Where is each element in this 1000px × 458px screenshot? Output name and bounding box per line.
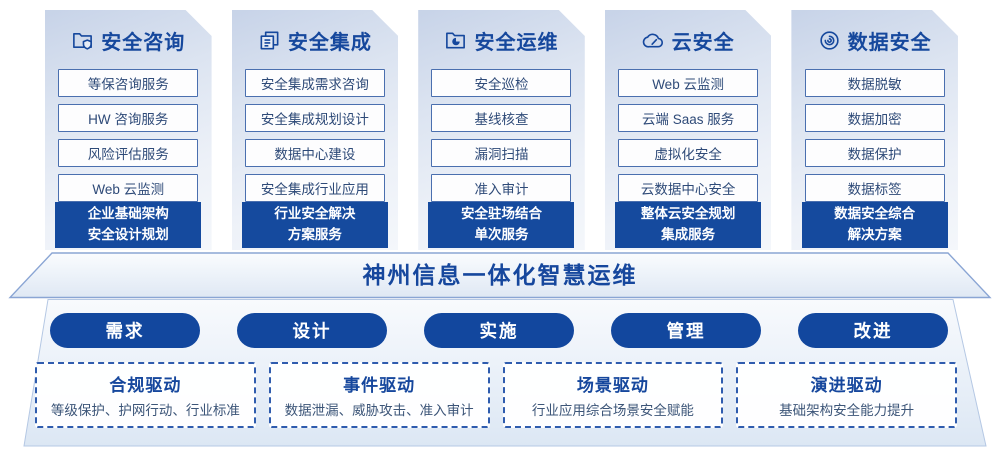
service-item: Web 云监测 xyxy=(618,69,758,97)
card-title: 安全运维 xyxy=(427,26,576,55)
service-item: 虚拟化安全 xyxy=(618,139,758,167)
folder-chart-icon xyxy=(444,29,467,52)
banner-title: 神州信息一体化智慧运维 xyxy=(362,262,638,288)
service-item: 风险评估服务 xyxy=(58,139,198,167)
driver-desc: 行业应用综合场景安全赋能 xyxy=(531,403,694,418)
fingerprint-icon xyxy=(818,29,841,52)
driver-title: 演进驱动 xyxy=(810,376,883,395)
service-item: 数据保护 xyxy=(805,139,945,167)
service-item: 安全集成需求咨询 xyxy=(245,69,385,97)
card-items: 数据脱敏 数据加密 数据保护 数据标签 xyxy=(800,69,949,202)
banner: 神州信息一体化智慧运维 xyxy=(8,252,992,299)
pill-improvement: 改进 xyxy=(798,313,948,348)
process-pills-row: 需求 设计 实施 管理 改进 xyxy=(50,313,948,348)
highlight-line: 安全设计规划 xyxy=(87,227,169,242)
driver-scenario: 场景驱动 行业应用综合场景安全赋能 xyxy=(502,362,724,428)
card-items: 安全巡检 基线核查 漏洞扫描 准入审计 xyxy=(427,69,576,202)
pill-requirement: 需求 xyxy=(50,313,200,348)
card-title-label: 数据安全 xyxy=(847,32,932,54)
card-items: Web 云监测 云端 Saas 服务 虚拟化安全 云数据中心安全 xyxy=(614,69,763,202)
driver-desc: 数据泄漏、威胁攻击、准入审计 xyxy=(284,403,474,418)
service-item: 安全集成规划设计 xyxy=(245,104,385,132)
highlight-line: 单次服务 xyxy=(474,227,529,242)
driver-incident: 事件驱动 数据泄漏、威胁攻击、准入审计 xyxy=(268,362,490,428)
highlight-line: 企业基础架构 xyxy=(87,206,169,222)
card-title-label: 安全运维 xyxy=(474,32,559,54)
service-item: Web 云监测 xyxy=(58,174,198,202)
card-cloud-security: 云安全 Web 云监测 云端 Saas 服务 虚拟化安全 云数据中心安全 整体云… xyxy=(605,10,772,250)
service-item: 安全集成行业应用 xyxy=(245,174,385,202)
service-item: HW 咨询服务 xyxy=(58,104,198,132)
card-title-label: 安全咨询 xyxy=(101,32,186,54)
service-item: 等保咨询服务 xyxy=(58,69,198,97)
service-item: 云端 Saas 服务 xyxy=(618,104,758,132)
highlight-block: 整体云安全规划 集成服务 xyxy=(615,202,761,248)
service-item: 数据标签 xyxy=(805,174,945,202)
highlight-line: 集成服务 xyxy=(661,227,716,242)
card-security-operations: 安全运维 安全巡检 基线核查 漏洞扫描 准入审计 安全驻场结合 单次服务 xyxy=(418,10,585,250)
documents-icon xyxy=(258,29,281,52)
service-item: 漏洞扫描 xyxy=(431,139,571,167)
driver-title: 事件驱动 xyxy=(343,376,416,395)
service-item: 安全巡检 xyxy=(431,69,571,97)
drivers-row: 合规驱动 等级保护、护网行动、行业标准 事件驱动 数据泄漏、威胁攻击、准入审计 … xyxy=(35,362,957,428)
card-data-security: 数据安全 数据脱敏 数据加密 数据保护 数据标签 数据安全综合 解决方案 xyxy=(791,10,958,250)
card-security-integration: 安全集成 安全集成需求咨询 安全集成规划设计 数据中心建设 安全集成行业应用 行… xyxy=(232,10,399,250)
highlight-line: 整体云安全规划 xyxy=(640,206,736,222)
banner-trapezoid-shape xyxy=(8,252,992,299)
highlight-line: 行业安全解决 xyxy=(274,206,356,222)
service-item: 数据加密 xyxy=(805,104,945,132)
service-item: 数据中心建设 xyxy=(245,139,385,167)
service-item: 数据脱敏 xyxy=(805,69,945,97)
highlight-block: 企业基础架构 安全设计规划 xyxy=(55,202,201,248)
folder-shield-icon xyxy=(71,29,94,52)
card-security-consulting: 安全咨询 等保咨询服务 HW 咨询服务 风险评估服务 Web 云监测 企业基础架… xyxy=(45,10,212,250)
highlight-line: 解决方案 xyxy=(847,227,902,242)
pill-management: 管理 xyxy=(611,313,761,348)
driver-title: 场景驱动 xyxy=(576,376,649,395)
highlight-block: 安全驻场结合 单次服务 xyxy=(428,202,574,248)
card-title: 安全咨询 xyxy=(54,26,203,55)
highlight-line: 安全驻场结合 xyxy=(460,206,542,222)
service-item: 准入审计 xyxy=(431,174,571,202)
driver-evolution: 演进驱动 基础架构安全能力提升 xyxy=(736,362,957,428)
driver-compliance: 合规驱动 等级保护、护网行动、行业标准 xyxy=(35,362,256,428)
highlight-line: 方案服务 xyxy=(287,227,342,242)
highlight-line: 数据安全综合 xyxy=(834,206,916,222)
driver-title: 合规驱动 xyxy=(109,376,182,395)
card-title: 数据安全 xyxy=(800,26,949,55)
pill-design: 设计 xyxy=(237,313,387,348)
highlight-block: 数据安全综合 解决方案 xyxy=(802,202,948,248)
card-title: 云安全 xyxy=(614,26,763,55)
card-title-label: 云安全 xyxy=(671,32,735,54)
driver-desc: 等级保护、护网行动、行业标准 xyxy=(50,403,240,418)
card-title: 安全集成 xyxy=(241,26,390,55)
card-items: 安全集成需求咨询 安全集成规划设计 数据中心建设 安全集成行业应用 xyxy=(241,69,390,202)
service-item: 云数据中心安全 xyxy=(618,174,758,202)
pill-implementation: 实施 xyxy=(424,313,574,348)
cloud-icon xyxy=(642,29,665,52)
service-item: 基线核查 xyxy=(431,104,571,132)
driver-desc: 基础架构安全能力提升 xyxy=(779,403,915,418)
service-cards-row: 安全咨询 等保咨询服务 HW 咨询服务 风险评估服务 Web 云监测 企业基础架… xyxy=(45,10,958,250)
card-title-label: 安全集成 xyxy=(287,32,372,54)
highlight-block: 行业安全解决 方案服务 xyxy=(242,202,388,248)
card-items: 等保咨询服务 HW 咨询服务 风险评估服务 Web 云监测 xyxy=(54,69,203,202)
